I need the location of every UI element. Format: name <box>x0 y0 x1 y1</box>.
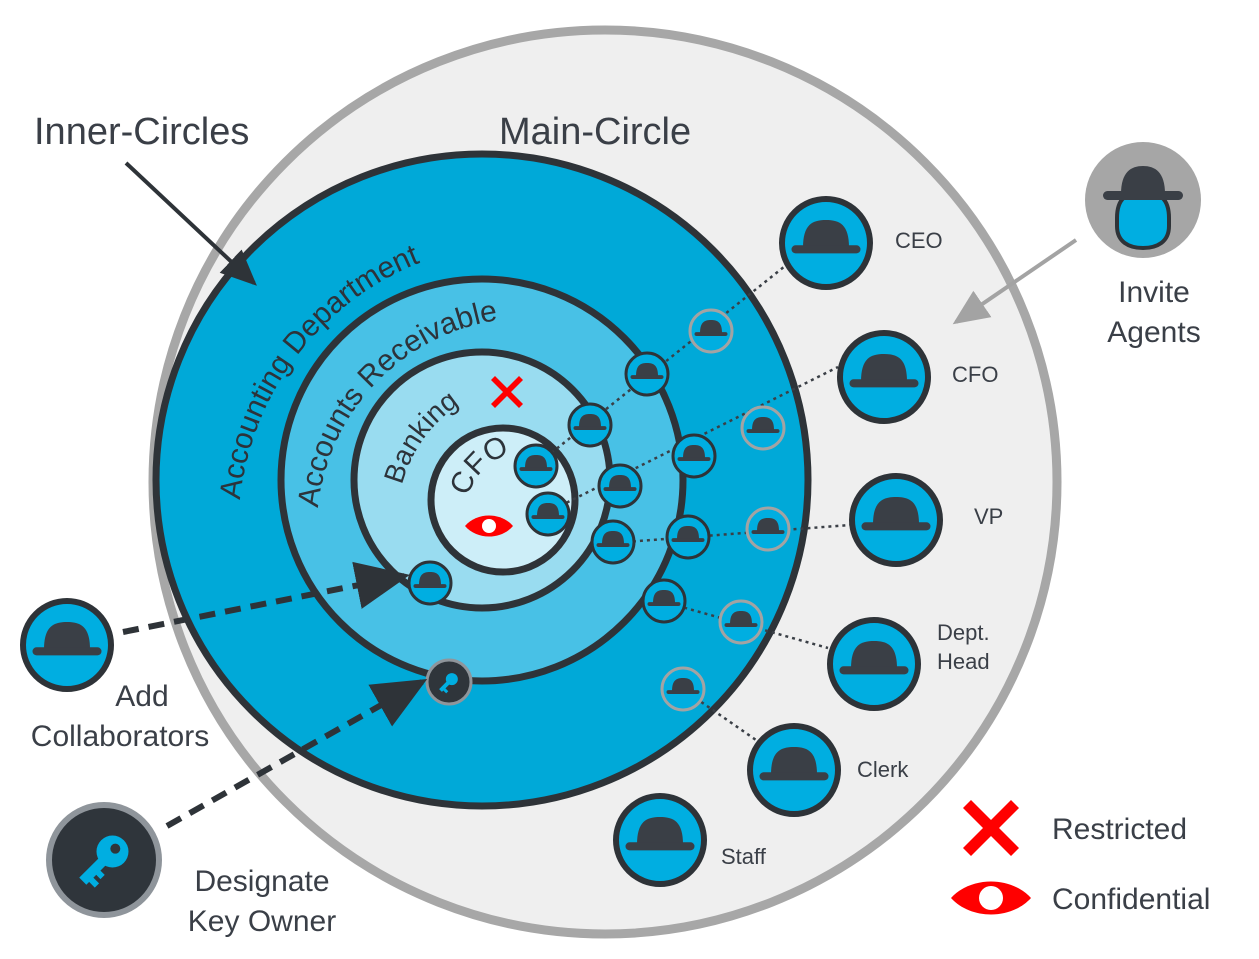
connector-vp <box>611 523 851 545</box>
role-label-clerk: Clerk <box>857 757 909 782</box>
role-label-staff: Staff <box>721 844 767 869</box>
legend-confidential-label: Confidential <box>1052 883 1210 916</box>
avatar[interactable] <box>660 666 706 712</box>
avatar[interactable] <box>407 560 453 606</box>
role-label-dept-head-line1: Dept. <box>937 620 990 645</box>
avatar[interactable] <box>590 519 636 565</box>
role-avatar-vp[interactable] <box>849 473 943 567</box>
legend-restricted-label: Restricted <box>1052 813 1187 846</box>
role-label-vp: VP <box>974 504 1003 529</box>
role-avatar-dept-head[interactable] <box>827 617 921 711</box>
ring-avatars <box>407 308 791 712</box>
avatar[interactable] <box>665 514 711 560</box>
add-collaborators-label-line2: Collaborators <box>31 720 209 753</box>
eye-icon <box>465 515 513 537</box>
invite-agents-label-line1: Invite <box>1118 276 1190 309</box>
role-avatars <box>613 196 943 887</box>
avatar[interactable] <box>624 351 670 397</box>
avatar[interactable] <box>567 402 613 448</box>
add-collaborators-label-line1: Add <box>115 680 168 713</box>
invite-agents-arrow <box>952 238 1078 325</box>
key-owner-avatar-small[interactable] <box>425 658 473 706</box>
legend-restricted-icon <box>963 800 1019 856</box>
avatar[interactable] <box>513 443 559 489</box>
avatar[interactable] <box>525 491 571 537</box>
key-owner-avatar[interactable] <box>46 802 162 918</box>
key-icon <box>439 673 458 694</box>
designate-key-owner-label-line2: Key Owner <box>188 905 336 938</box>
main-circle-label: Main-Circle <box>499 111 691 153</box>
designate-key-owner-arrow <box>165 679 428 829</box>
avatar[interactable] <box>718 599 764 645</box>
role-avatar-ceo[interactable] <box>779 196 873 290</box>
legend-eye-icon <box>951 881 1031 915</box>
role-avatar-cfo[interactable] <box>837 330 931 424</box>
role-label-ceo: CEO <box>895 228 943 253</box>
inner-circles-arrow <box>124 161 257 286</box>
avatar[interactable] <box>597 463 643 509</box>
key-icon <box>79 835 129 888</box>
role-avatar-clerk[interactable] <box>747 723 841 817</box>
avatar[interactable] <box>688 308 734 354</box>
invite-agent-avatar[interactable] <box>1085 142 1201 258</box>
add-collaborators-arrow <box>122 561 410 635</box>
designate-key-owner-label-line1: Designate <box>194 865 329 898</box>
inner-circles-label: Inner-Circles <box>34 111 249 153</box>
avatar[interactable] <box>740 405 786 451</box>
role-label-cfo: CFO <box>952 362 998 387</box>
restricted-icon <box>491 376 523 408</box>
avatar[interactable] <box>671 433 717 479</box>
invite-agents-label-line2: Agents <box>1107 316 1200 349</box>
role-label-dept-head-line2: Head <box>937 649 990 674</box>
role-avatar-staff[interactable] <box>613 793 707 887</box>
add-collaborator-avatar[interactable] <box>20 598 114 692</box>
legend: Restricted Confidential <box>951 800 1210 916</box>
avatar[interactable] <box>745 506 791 552</box>
avatar[interactable] <box>641 578 687 624</box>
